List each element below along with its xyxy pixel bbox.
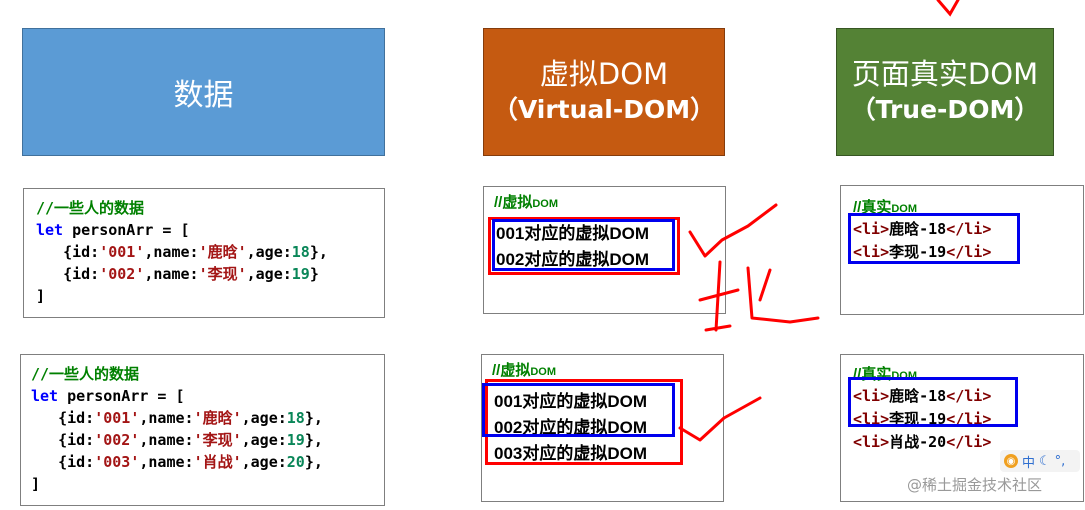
- data-row: {id:'001',name:'鹿晗',age:18},: [63, 243, 328, 261]
- virtual-dom-title: 虚拟DOM: [539, 57, 669, 91]
- vdom-item: 002对应的虚拟DOM: [494, 418, 648, 437]
- data-close: ]: [36, 287, 46, 305]
- tdom-li: <li>李现-19</li>: [853, 410, 992, 428]
- virtual-dom-block-2: //虚拟DOM 001对应的虚拟DOM 002对应的虚拟DOM 003对应的虚拟…: [481, 354, 724, 502]
- vdom-item: 001对应的虚拟DOM: [494, 392, 648, 411]
- data-code-block-2: //一些人的数据 let personArr = [ {id:'001',name…: [20, 354, 385, 506]
- data-declaration: let personArr = [: [31, 387, 185, 405]
- data-header-title: 数据: [173, 78, 234, 113]
- vdom-comment: //虚拟DOM: [494, 194, 559, 211]
- true-dom-block-1: //真实DOM <li>鹿晗-18</li> <li>李现-19</li>: [840, 185, 1084, 315]
- vdom-item: 002对应的虚拟DOM: [496, 250, 650, 269]
- data-comment: //一些人的数据: [31, 365, 140, 383]
- vdom-blue-highlight: [482, 383, 675, 437]
- ime-mode-label: 中: [1022, 455, 1036, 471]
- data-header: 数据: [22, 28, 385, 156]
- data-close: ]: [31, 475, 41, 493]
- tdom-li: <li>鹿晗-18</li>: [853, 220, 992, 238]
- vdom-item: 003对应的虚拟DOM: [494, 444, 648, 463]
- moon-icon: ☾: [1039, 453, 1051, 469]
- vdom-item: 001对应的虚拟DOM: [496, 224, 650, 243]
- true-dom-title: 页面真实DOM: [851, 57, 1039, 91]
- true-dom-subtitle: （True-DOM）: [850, 95, 1040, 124]
- data-row: {id:'003',name:'肖战',age:20},: [58, 453, 323, 471]
- tdom-blue-highlight: [848, 213, 1020, 264]
- tdom-comment: //真实DOM: [853, 199, 918, 216]
- watermark: @稀土掘金技术社区: [907, 476, 1043, 494]
- tdom-blue-highlight: [848, 377, 1018, 427]
- true-dom-header: 页面真实DOM （True-DOM）: [836, 28, 1054, 156]
- vdom-comment: //虚拟DOM: [492, 362, 557, 379]
- tdom-li: <li>鹿晗-18</li>: [853, 387, 992, 405]
- vdom-blue-highlight: [492, 219, 675, 271]
- vdom-red-highlight: [488, 217, 680, 275]
- data-row: {id:'001',name:'鹿晗',age:18},: [58, 409, 323, 427]
- data-comment: //一些人的数据: [36, 199, 145, 217]
- ink-arrow-top: [936, 0, 960, 17]
- tdom-li: <li>李现-19</li>: [853, 243, 992, 261]
- virtual-dom-header: 虚拟DOM （Virtual-DOM）: [483, 28, 725, 156]
- data-row: {id:'002',name:'李现',age:19},: [58, 431, 323, 449]
- ime-logo-icon: ◉: [1004, 454, 1018, 468]
- data-declaration: let personArr = [: [36, 221, 190, 239]
- data-code-block-1: //一些人的数据 let personArr = [ {id:'001',name…: [23, 188, 385, 318]
- virtual-dom-subtitle: （Virtual-DOM）: [492, 95, 716, 124]
- data-row: {id:'002',name:'李现',age:19}: [63, 265, 319, 283]
- punctuation-icon: °,: [1054, 453, 1066, 469]
- virtual-dom-block-1: //虚拟DOM 001对应的虚拟DOM 002对应的虚拟DOM: [483, 186, 726, 314]
- true-dom-block-2: //真实DOM <li>鹿晗-18</li> <li>李现-19</li> <l…: [840, 354, 1084, 502]
- ime-indicator[interactable]: ◉ 中 ☾ °,: [1000, 450, 1080, 472]
- tdom-li: <li>肖战-20</li>: [853, 433, 992, 451]
